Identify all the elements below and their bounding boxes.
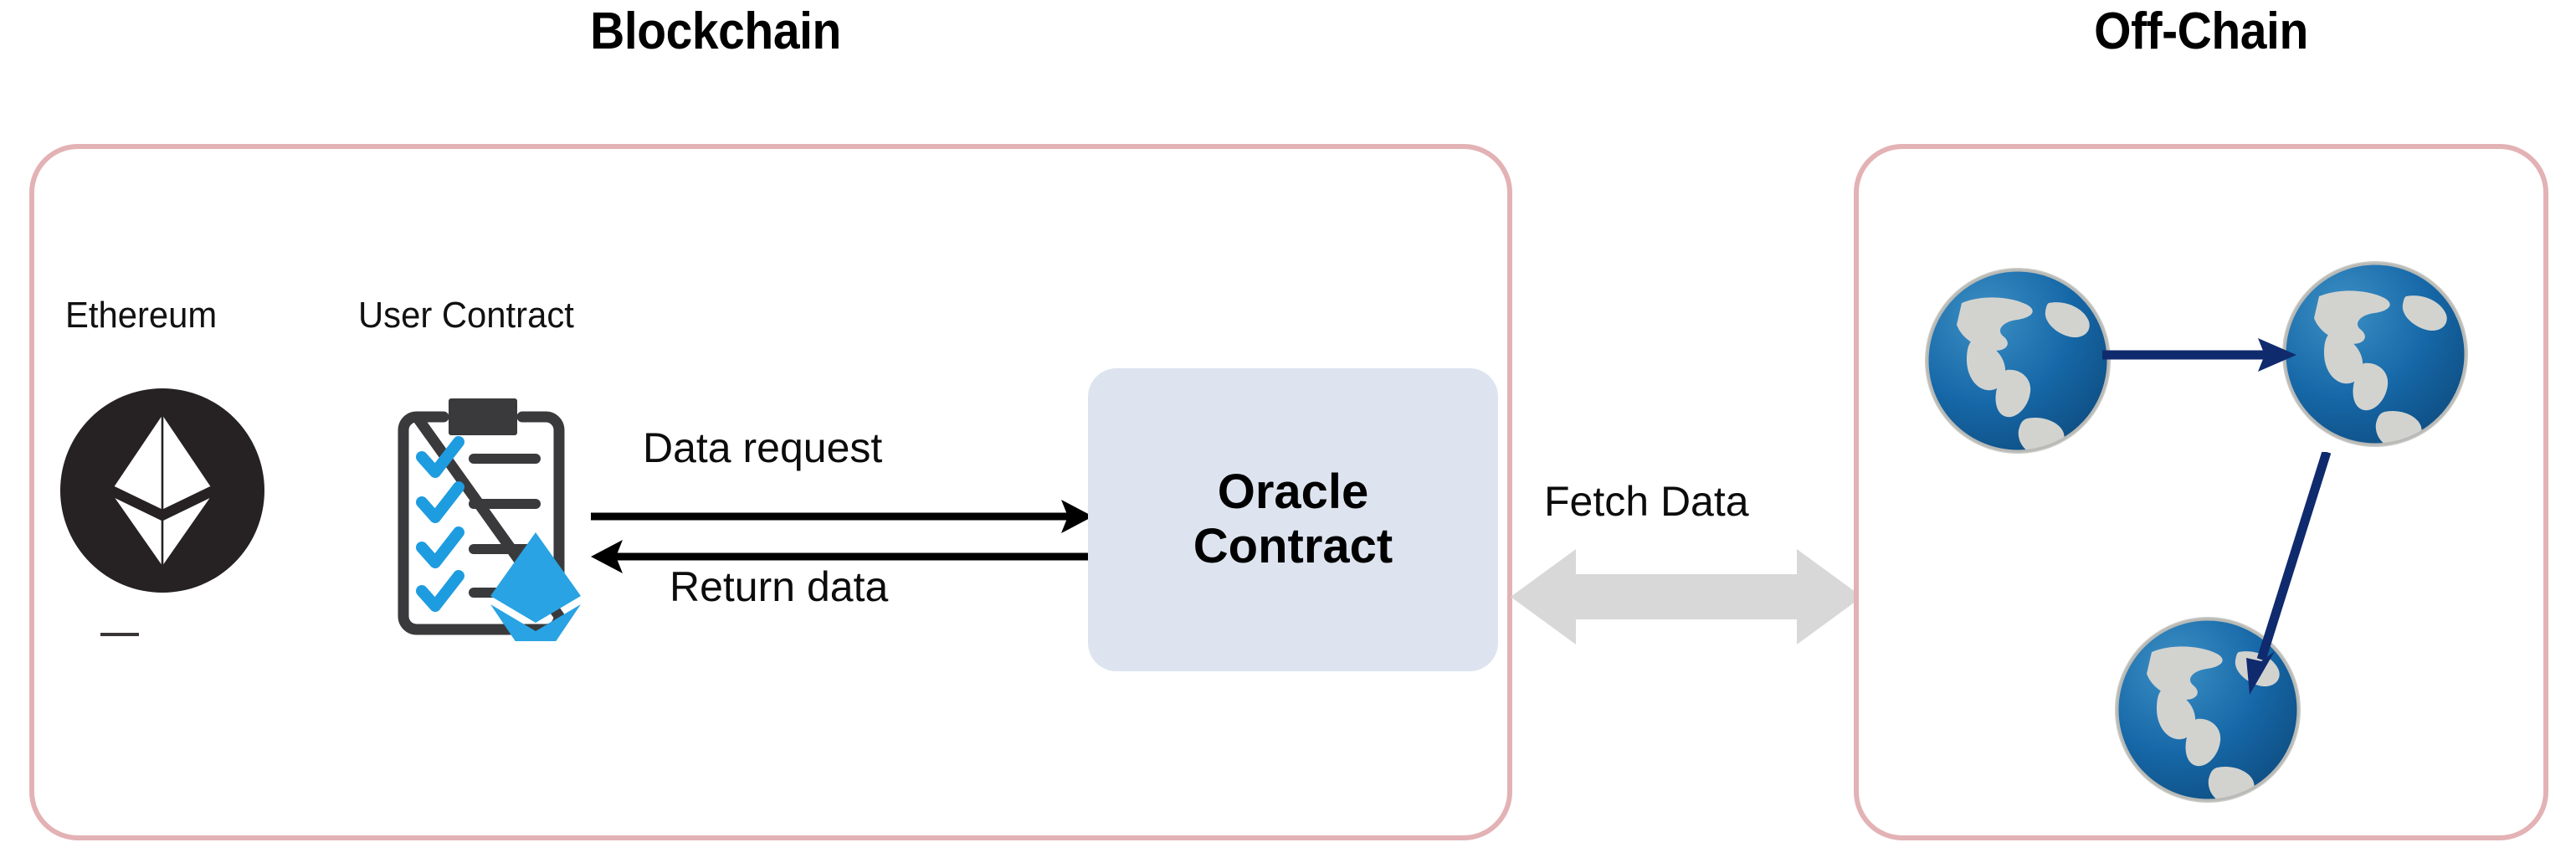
ethereum-logo-icon [59,387,266,594]
fetch-data-double-arrow-icon [1511,542,1862,651]
ethereum-label: Ethereum [65,295,218,336]
oracle-contract-box[interactable]: Oracle Contract [1088,368,1498,671]
ethereum-diamond-icon [490,532,581,671]
globe-icon [1923,266,2112,455]
clipboard-checklist-icon [362,365,604,671]
data-request-label: Data request [643,424,883,471]
data-request-arrow-icon [591,490,1093,542]
return-data-arrow-icon [591,531,1093,583]
oracle-contract-label: Oracle Contract [1193,465,1393,573]
ethereum-logo-underscore [100,633,139,636]
arrow-right-icon [2102,328,2296,382]
blockchain-section-title: Blockchain [590,3,841,60]
arrow-down-left-icon [2209,450,2402,695]
return-data-label: Return data [670,563,889,610]
globe-icon [2281,259,2470,449]
fetch-data-label: Fetch Data [1544,478,1749,525]
offchain-section-title: Off-Chain [2094,3,2308,60]
user-contract-label: User Contract [358,295,574,336]
